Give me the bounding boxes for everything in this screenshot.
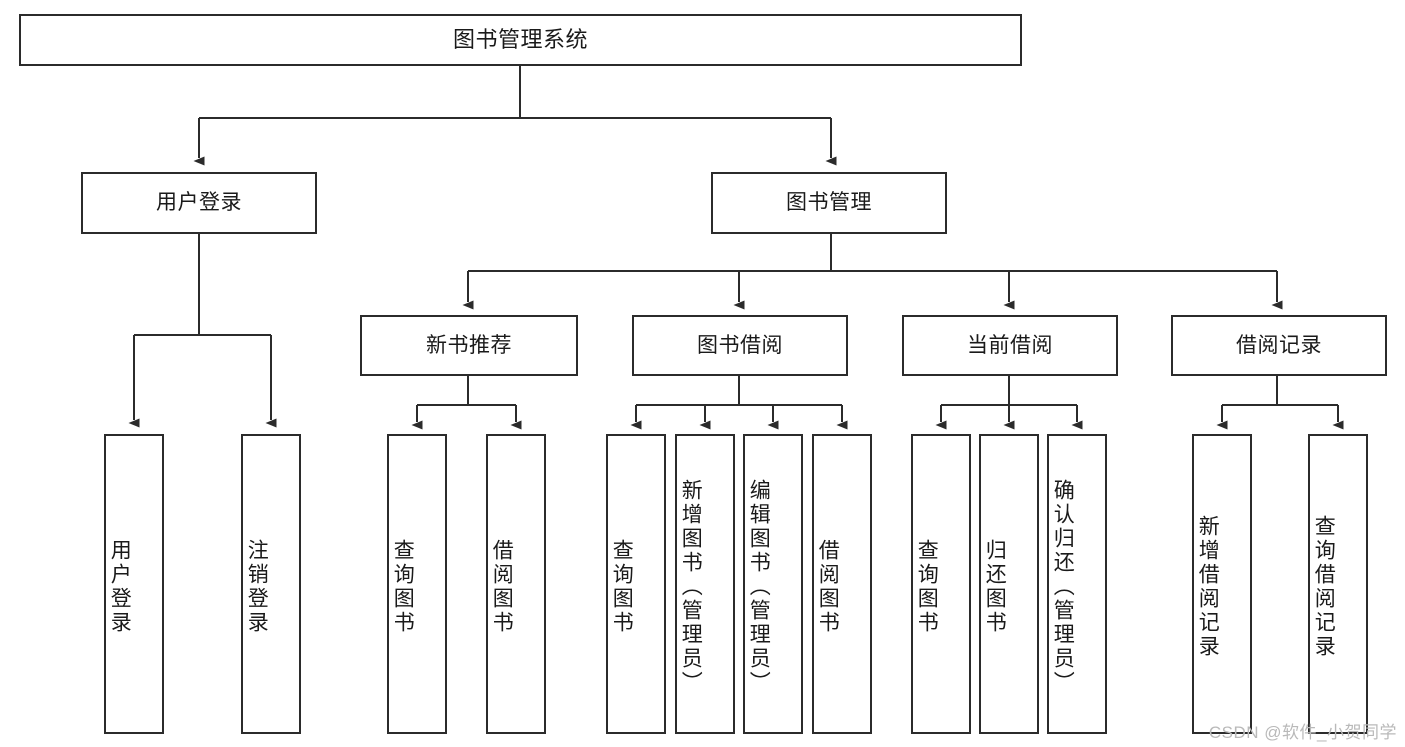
node-label: 新增借阅记录 bbox=[1196, 515, 1220, 659]
node-label: 归还图书 bbox=[983, 539, 1007, 635]
node-leaf-query-book-1[interactable]: 查询图书 bbox=[387, 434, 447, 734]
node-new-book-recommend[interactable]: 新书推荐 bbox=[360, 315, 578, 376]
node-leaf-return-book[interactable]: 归还图书 bbox=[979, 434, 1039, 734]
node-label: 图书管理 bbox=[786, 191, 872, 215]
csdn-watermark: CSDN @软件_小贺同学 bbox=[1208, 723, 1397, 742]
node-leaf-confirm-return[interactable]: 确认归还（管理员） bbox=[1047, 434, 1107, 734]
node-root-system[interactable]: 图书管理系统 bbox=[19, 14, 1022, 66]
node-leaf-borrow-book-1[interactable]: 借阅图书 bbox=[486, 434, 546, 734]
node-label: 查询图书 bbox=[610, 539, 634, 635]
node-label: 借阅记录 bbox=[1236, 333, 1322, 357]
node-current-borrow[interactable]: 当前借阅 bbox=[902, 315, 1118, 376]
node-leaf-logout-login[interactable]: 注销登录 bbox=[241, 434, 301, 734]
node-label: 查询借阅记录 bbox=[1312, 515, 1336, 659]
node-label: 图书借阅 bbox=[697, 333, 783, 357]
node-label: 借阅图书 bbox=[490, 539, 514, 635]
node-borrow-record[interactable]: 借阅记录 bbox=[1171, 315, 1387, 376]
node-label: 当前借阅 bbox=[967, 333, 1053, 357]
node-label: 用户登录 bbox=[108, 539, 132, 635]
node-label: 确认归还（管理员） bbox=[1051, 479, 1075, 695]
node-leaf-add-book[interactable]: 新增图书（管理员） bbox=[675, 434, 735, 734]
node-leaf-user-login[interactable]: 用户登录 bbox=[104, 434, 164, 734]
node-book-borrow[interactable]: 图书借阅 bbox=[632, 315, 848, 376]
node-label: 借阅图书 bbox=[816, 539, 840, 635]
node-leaf-query-book-3[interactable]: 查询图书 bbox=[911, 434, 971, 734]
node-leaf-query-record[interactable]: 查询借阅记录 bbox=[1308, 434, 1368, 734]
node-label: 新增图书（管理员） bbox=[679, 479, 703, 695]
node-label: 图书管理系统 bbox=[452, 26, 588, 52]
node-label: 查询图书 bbox=[915, 539, 939, 635]
node-label: 查询图书 bbox=[391, 539, 415, 635]
node-label: 注销登录 bbox=[245, 539, 269, 635]
node-book-management[interactable]: 图书管理 bbox=[711, 172, 947, 234]
node-label: 新书推荐 bbox=[426, 333, 512, 357]
node-leaf-borrow-book-2[interactable]: 借阅图书 bbox=[812, 434, 872, 734]
node-leaf-edit-book[interactable]: 编辑图书（管理员） bbox=[743, 434, 803, 734]
node-user-login[interactable]: 用户登录 bbox=[81, 172, 317, 234]
node-leaf-query-book-2[interactable]: 查询图书 bbox=[606, 434, 666, 734]
node-label: 用户登录 bbox=[156, 191, 242, 215]
node-label: 编辑图书（管理员） bbox=[747, 479, 771, 695]
node-leaf-add-record[interactable]: 新增借阅记录 bbox=[1192, 434, 1252, 734]
